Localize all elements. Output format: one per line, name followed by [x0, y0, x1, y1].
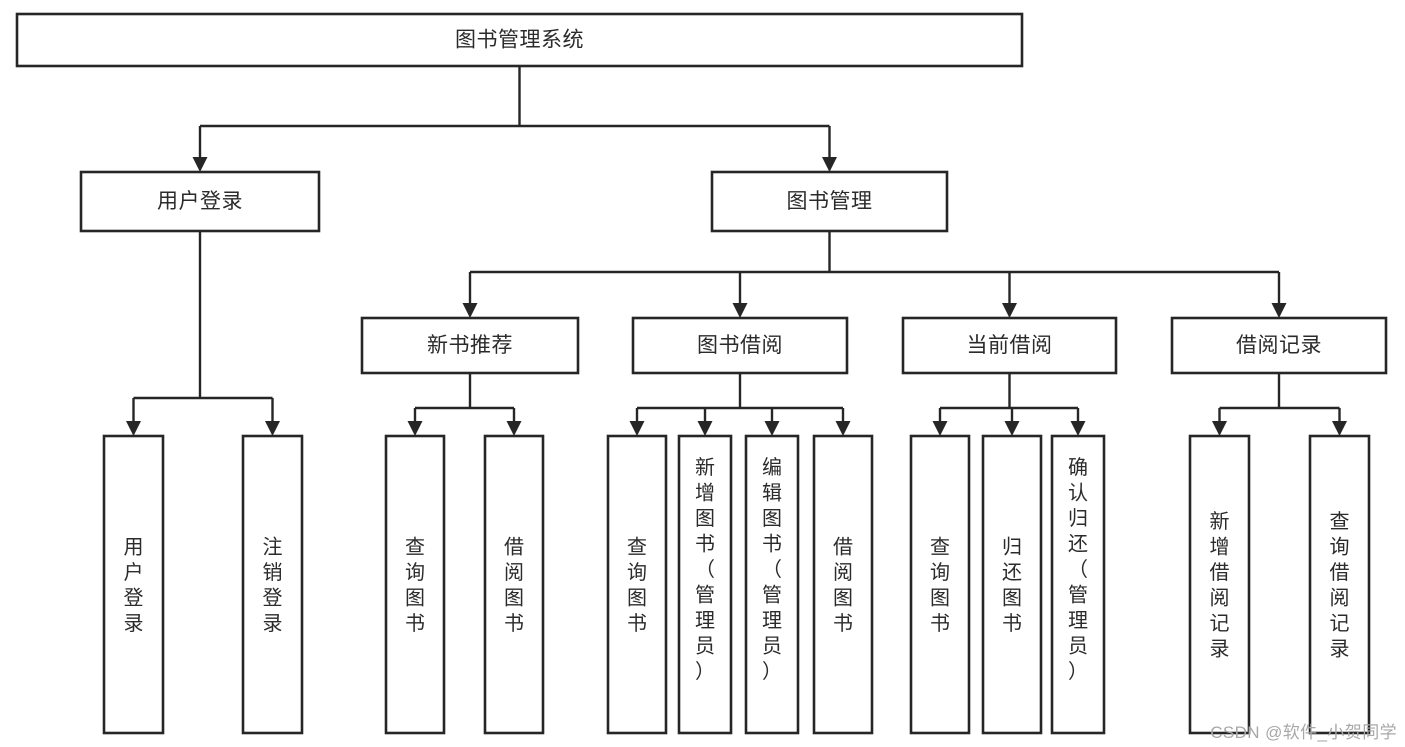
node-leaf-edit-book-label: 编辑图书（管理员）: [762, 456, 782, 683]
node-leaf-user-login-label: 用户登录: [124, 536, 144, 635]
arrow-head-icon: [126, 421, 141, 436]
node-borrow-record-box[interactable]: [1170, 316, 1388, 375]
node-new-book-rec[interactable]: 新书推荐: [360, 316, 580, 375]
node-current-borrow-box[interactable]: [901, 316, 1118, 375]
node-leaf-logout-box[interactable]: [241, 434, 304, 735]
node-book-manage-label: 图书管理: [787, 190, 873, 213]
arrow-head-icon: [1002, 303, 1017, 318]
arrow-head-icon: [629, 421, 645, 436]
node-leaf-borrow-book-2[interactable]: 借阅图书: [812, 434, 874, 735]
node-new-book-rec-label: 新书推荐: [427, 334, 513, 357]
node-leaf-query-book-3-label: 查询图书: [930, 535, 950, 635]
arrow-head-icon: [932, 421, 948, 436]
node-book-manage-box[interactable]: [710, 170, 949, 233]
arrow-head-icon: [407, 421, 423, 436]
node-borrow-record-label: 借阅记录: [1236, 334, 1322, 357]
arrow-head-icon: [506, 421, 522, 436]
arrow-head-icon: [1004, 421, 1020, 436]
node-leaf-query-book-1[interactable]: 查询图书: [384, 434, 446, 735]
node-current-borrow-label: 当前借阅: [967, 334, 1053, 357]
node-leaf-borrow-book-1-box[interactable]: [483, 434, 545, 735]
node-leaf-add-record-label: 新增借阅记录: [1210, 510, 1230, 661]
node-leaf-borrow-book-2-label: 借阅图书: [833, 535, 853, 635]
arrow-head-icon: [265, 421, 280, 436]
node-user-login-label: 用户登录: [157, 190, 243, 213]
node-leaf-return-book-label: 归还图书: [1002, 535, 1022, 635]
node-new-book-rec-box[interactable]: [360, 316, 580, 375]
node-leaf-user-login-box[interactable]: [102, 434, 165, 735]
node-leaf-add-book[interactable]: 新增图书（管理员）: [677, 434, 733, 735]
node-book-manage[interactable]: 图书管理: [710, 170, 949, 233]
node-leaf-query-book-2-box[interactable]: [606, 434, 668, 735]
arrow-head-icon: [835, 421, 851, 436]
node-root-label: 图书管理系统: [455, 29, 584, 52]
node-leaf-query-record[interactable]: 查询借阅记录: [1308, 434, 1371, 735]
node-leaf-query-record-box[interactable]: [1308, 434, 1371, 735]
arrow-head-icon: [732, 303, 748, 318]
node-user-login[interactable]: 用户登录: [79, 170, 321, 233]
node-book-borrow-box[interactable]: [631, 316, 849, 375]
arrow-head-icon: [697, 421, 713, 436]
node-leaf-query-book-2[interactable]: 查询图书: [606, 434, 668, 735]
arrow-head-icon: [1271, 303, 1287, 318]
node-root[interactable]: 图书管理系统: [15, 12, 1024, 68]
node-leaf-confirm-return-box[interactable]: [1050, 434, 1106, 735]
node-leaf-edit-book-box[interactable]: [744, 434, 800, 735]
node-borrow-record[interactable]: 借阅记录: [1170, 316, 1388, 375]
node-leaf-query-book-1-box[interactable]: [384, 434, 446, 735]
arrow-head-icon: [462, 303, 478, 318]
arrow-head-icon: [764, 421, 780, 436]
arrow-head-icon: [1332, 421, 1347, 436]
node-book-borrow-label: 图书借阅: [697, 334, 783, 357]
node-leaf-confirm-return[interactable]: 确认归还（管理员）: [1050, 434, 1106, 735]
node-leaf-borrow-book-1[interactable]: 借阅图书: [483, 434, 545, 735]
arrow-head-icon: [192, 157, 208, 172]
node-leaf-query-book-3[interactable]: 查询图书: [909, 434, 971, 735]
node-leaf-borrow-book-1-label: 借阅图书: [504, 535, 524, 635]
node-current-borrow[interactable]: 当前借阅: [901, 316, 1118, 375]
node-boxes-group: 图书管理系统用户登录图书管理新书推荐图书借阅当前借阅借阅记录用户登录注销登录查询…: [15, 12, 1388, 735]
node-leaf-user-login[interactable]: 用户登录: [102, 434, 165, 735]
arrow-head-icon: [822, 157, 837, 172]
node-leaf-add-record-box[interactable]: [1188, 434, 1251, 735]
node-book-borrow[interactable]: 图书借阅: [631, 316, 849, 375]
node-leaf-add-record[interactable]: 新增借阅记录: [1188, 434, 1251, 735]
node-leaf-return-book[interactable]: 归还图书: [981, 434, 1043, 735]
node-leaf-query-record-label: 查询借阅记录: [1330, 510, 1350, 661]
node-leaf-query-book-1-label: 查询图书: [405, 535, 425, 635]
connector-lines-group: [126, 66, 1347, 436]
node-leaf-query-book-2-label: 查询图书: [627, 535, 647, 635]
node-leaf-add-book-label: 新增图书（管理员）: [695, 456, 715, 683]
node-leaf-edit-book[interactable]: 编辑图书（管理员）: [744, 434, 800, 735]
node-leaf-logout[interactable]: 注销登录: [241, 434, 304, 735]
node-leaf-return-book-box[interactable]: [981, 434, 1043, 735]
arrow-head-icon: [1070, 421, 1086, 436]
watermark-text: CSDN @软件_小贺同学: [1210, 723, 1397, 742]
node-leaf-confirm-return-label: 确认归还（管理员）: [1068, 456, 1088, 683]
node-leaf-borrow-book-2-box[interactable]: [812, 434, 874, 735]
arrow-head-icon: [1212, 421, 1227, 436]
node-leaf-add-book-box[interactable]: [677, 434, 733, 735]
node-user-login-box[interactable]: [79, 170, 321, 233]
node-leaf-logout-label: 注销登录: [263, 535, 283, 635]
node-leaf-query-book-3-box[interactable]: [909, 434, 971, 735]
node-root-box[interactable]: [15, 12, 1024, 68]
